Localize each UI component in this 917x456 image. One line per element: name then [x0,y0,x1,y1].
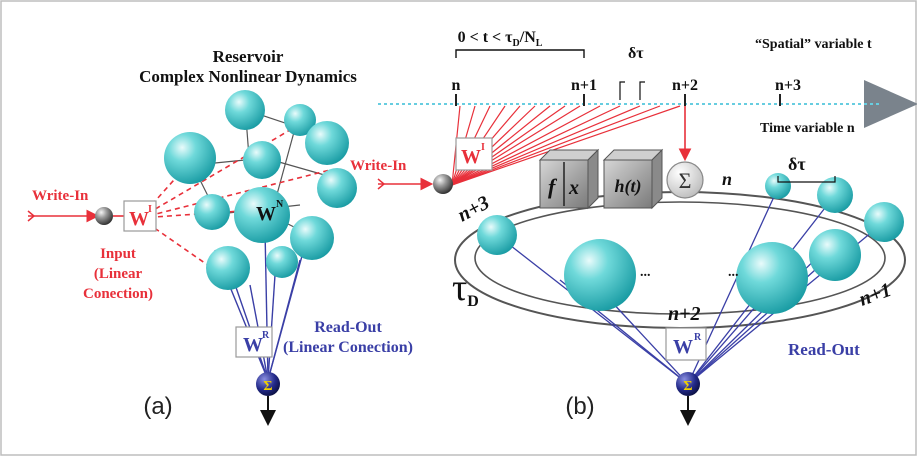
panel-b-readout-weight-box [665,327,707,361]
ring-node [809,229,861,281]
panel-b-readout-sum-node [676,372,700,396]
reservoir-node [225,90,265,130]
input-node [95,207,113,225]
panel-b-input-weight-sup: I [481,142,485,153]
spatial-variable-label: “Spatial” variable t [755,37,872,52]
panel-b-readout-weight-sup: R [694,332,702,343]
panel-b-input-node [433,174,453,194]
ring-label-n2: n+2 [668,303,701,325]
panel-b-write-in-label: Write-In [350,158,407,174]
ring-sum-node [666,161,704,199]
ring-ellipsis-2: ... [728,265,739,280]
reservoir-weight-label: W [256,203,276,225]
time-variable-label: Time variable n [760,121,855,136]
readout-label-line2: (Linear Conection) [283,339,413,356]
ring-delta-tau-bracket [777,176,836,183]
readout-sum-node [256,372,280,396]
reservoir-node [317,168,357,208]
input-weight-box [123,200,157,232]
panel-a-caption: (a) [143,393,172,420]
reservoir-weight-sup: N [276,199,284,210]
interval-label: 0 < t < τD/NL [458,29,543,49]
panel-b-readout-label: Read-Out [788,340,860,359]
panel-a: Reservoir Complex Nonlinear Dynamics [27,47,413,426]
ring-node [564,239,636,311]
ring-sum-symbol: Σ [679,168,692,193]
reservoir-node [164,132,216,184]
panel-b-write-in-tail [377,178,386,190]
nonlinear-box: f x [538,148,600,210]
input-label-line2: (Linear [94,266,143,282]
ring-node [477,215,517,255]
delta-tau-markers [619,81,645,100]
ring-delta-tau: δτ [788,154,806,174]
axis-tick-n2: n+2 [672,77,698,94]
filter-box: h(t) [602,148,664,210]
panel-b-readout-sum-symbol: Σ [683,379,692,394]
tau-d-label: τD [452,267,479,310]
reservoir-node [194,194,230,230]
input-weight-label: W [129,208,149,230]
ring-label-n: n [722,169,732,189]
panel-a-title-line1: Reservoir [213,47,284,66]
readout-weight-box [235,326,273,358]
panel-b-caption: (b) [565,393,594,420]
interval-bracket [455,49,585,58]
reservoir-node-central [234,187,290,243]
panel-b-input-weight-label: W [461,146,481,168]
panel-b-input-weight-box [455,137,493,171]
panel-a-title-line2: Complex Nonlinear Dynamics [139,67,357,86]
ring-ellipsis-1: ... [640,265,651,280]
reservoir-nodes [164,90,357,290]
axis-tick-n: n [452,77,461,94]
axis-ticks [455,94,781,106]
ring-node [765,173,791,199]
input-label-line1: Input [100,246,136,262]
delta-tau-top: δτ [628,45,644,62]
axis-tick-n1: n+1 [571,77,597,94]
reservoir-node [290,216,334,260]
readout-weight-sup: R [262,330,270,341]
panel-b-readout-weight-label: W [673,336,693,358]
panel-b: 0 < t < τD/NL “Spatial” variable t δτ n … [350,29,917,426]
input-fan-lines [451,105,681,186]
panel-a-write-in-label: Write-In [32,188,89,204]
readout-weight-label: W [243,334,263,356]
reservoir-node [206,246,250,290]
reservoir-node [284,104,316,136]
input-label-line3: Conection) [83,286,153,302]
input-weight-sup: I [148,204,152,215]
write-in-arrow-tail [27,210,36,222]
ring-node [736,242,808,314]
readout-sum-symbol: Σ [263,379,272,394]
ring-nodes [477,173,904,314]
box-h-label: h(t) [615,176,642,197]
ring-node [817,177,853,213]
ring-node [864,202,904,242]
delay-ring-inner [474,201,886,315]
axis-tick-n3: n+3 [775,77,801,94]
reservoir-node [266,246,298,278]
reservoir-node [305,121,349,165]
box-f-label: f [548,174,558,199]
reservoir-node [243,141,281,179]
readout-label-line1: Read-Out [314,319,382,336]
box-x-label: x [568,177,579,199]
